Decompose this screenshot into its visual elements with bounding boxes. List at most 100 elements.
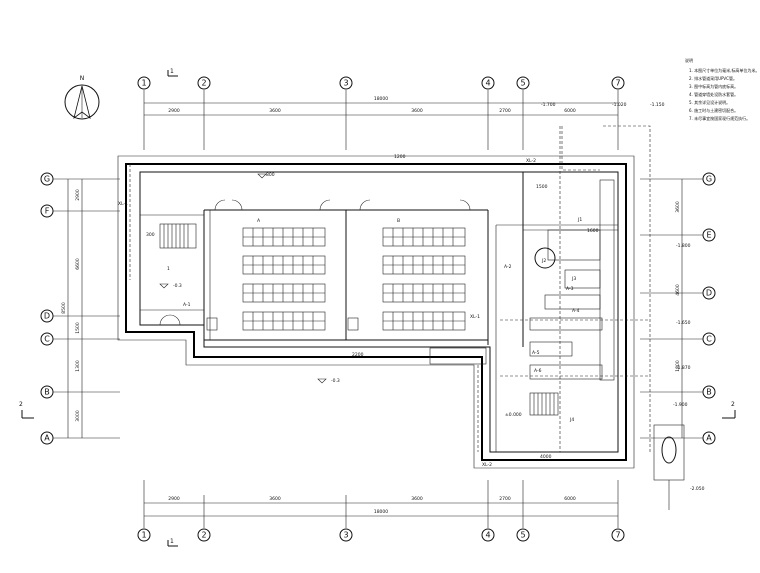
axis-bubble-7 xyxy=(611,76,625,90)
dim-top-total: 18000 xyxy=(374,96,388,102)
label-dim-1200: 1200 xyxy=(394,154,406,160)
doors xyxy=(159,199,471,326)
dim-bottom-2: 3600 xyxy=(269,496,281,502)
axis-bubble-1 xyxy=(137,76,151,90)
axis-label-G: G xyxy=(44,175,50,184)
right-axis-bubbles: G E D C B A 3600 4600 1800 xyxy=(640,172,716,445)
elev-8: -2.050 xyxy=(690,486,705,492)
room-label-b: B xyxy=(397,218,400,224)
note-3: 3. 图中标高为管内底标高。 xyxy=(689,83,738,89)
notes-title: 说明 xyxy=(685,57,693,63)
section-mark-bottom: 1 xyxy=(167,538,178,547)
axis-label-right-A: A xyxy=(706,434,712,443)
axis-label-C: C xyxy=(44,335,50,344)
stair-right xyxy=(529,392,559,416)
dim-bottom-1: 2900 xyxy=(168,496,180,502)
axis-label-right-E: E xyxy=(706,231,711,240)
axis-label-bottom-1: 1 xyxy=(141,531,146,540)
elev-1: -1.700 xyxy=(541,102,556,108)
axis-label-7: 7 xyxy=(615,79,620,88)
label-dim-300: 300 xyxy=(146,232,155,238)
section-mark-right-label: 2 xyxy=(731,401,735,408)
seating-room-b xyxy=(382,227,466,331)
section-mark-top: 1 xyxy=(167,68,178,77)
note-7: 7. 未尽事宜按国家现行规范执行。 xyxy=(689,115,750,121)
north-arrow: N xyxy=(64,75,100,120)
label-j3: J3 xyxy=(571,276,576,282)
dim-right-1: 3600 xyxy=(675,201,681,213)
axis-label-F: F xyxy=(45,207,50,216)
elev-5: -1.650 xyxy=(676,320,691,326)
label-a1: A-1 xyxy=(183,302,191,308)
axis-label-4: 4 xyxy=(485,79,490,88)
dim-left-4: 3000 xyxy=(75,410,81,422)
dim-bottom-3: 3600 xyxy=(411,496,423,502)
room-label-a: A xyxy=(257,218,261,224)
dim-left-1: 2900 xyxy=(75,189,81,201)
top-axis-bubbles: 1 2 3 4 5 7 xyxy=(137,76,625,90)
seating-room-a xyxy=(242,227,326,331)
axis-label-5: 5 xyxy=(520,79,525,88)
dim-left-mid: 6600 xyxy=(75,258,81,270)
label-a2: A-2 xyxy=(504,264,512,270)
notes-block: 说明 1. 本图尺寸单位为毫米,标高单位为米。 2. 排水管道采用UPVC管。 … xyxy=(685,57,759,121)
axis-label-bottom-2: 2 xyxy=(201,531,206,540)
elev-9: ±0.000 xyxy=(505,412,522,418)
label-xl2b: XL-2 xyxy=(482,462,492,468)
dim-left-2: 1500 xyxy=(75,322,81,334)
elev-2: -1.020 xyxy=(612,102,627,108)
label-dim-1500: 1500 xyxy=(536,184,548,190)
bottom-dimensions: 2900 3600 3600 2700 6000 18000 xyxy=(143,480,619,528)
label-dim-2200: 2200 xyxy=(352,352,364,358)
dim-right-3: 1800 xyxy=(675,360,681,372)
note-5: 5. 其余详见设计说明。 xyxy=(689,99,730,105)
axis-label-bottom-3: 3 xyxy=(343,531,348,540)
label-j2: J2 xyxy=(541,258,546,264)
axis-label-D: D xyxy=(44,312,50,321)
note-1: 1. 本图尺寸单位为毫米,标高单位为米。 xyxy=(689,67,759,73)
axis-label-3: 3 xyxy=(343,79,348,88)
dim-top-5: 6000 xyxy=(564,108,576,114)
label-xl1: XL-1 xyxy=(118,201,128,207)
axis-label-B: B xyxy=(44,388,50,397)
dim-bottom-4: 2700 xyxy=(499,496,511,502)
elev-3: -1.150 xyxy=(650,102,665,108)
dim-left-total: 8500 xyxy=(61,302,67,314)
axis-label-A: A xyxy=(44,434,50,443)
axis-label-1: 1 xyxy=(141,79,146,88)
label-dim-1600: 1600 xyxy=(587,228,599,234)
building-outline xyxy=(117,155,635,469)
label-xl2: XL-2 xyxy=(526,158,536,164)
equipment-rooms xyxy=(206,179,615,381)
axis-label-bottom-7: 7 xyxy=(615,531,620,540)
dim-left-3: 1300 xyxy=(75,360,81,372)
elev-6: -1.870 xyxy=(676,365,691,371)
stair-left xyxy=(159,223,197,249)
dim-right-2: 4600 xyxy=(675,284,681,296)
axis-label-right-B: B xyxy=(706,388,712,397)
axis-bubble-2 xyxy=(197,76,211,90)
axis-label-2: 2 xyxy=(201,79,206,88)
north-label: N xyxy=(80,75,85,82)
section-mark-left-label: 2 xyxy=(19,401,23,408)
section-mark-top-label: 1 xyxy=(170,68,174,75)
label-j4: J4 xyxy=(569,417,574,423)
axis-bubble-3 xyxy=(339,76,353,90)
axis-label-right-C: C xyxy=(706,335,712,344)
axis-bubble-4 xyxy=(481,76,495,90)
elev-10: -0.3 xyxy=(173,283,182,289)
room-label-left: 1 xyxy=(167,266,170,272)
dim-top-4: 2700 xyxy=(499,108,511,114)
bottom-axis-bubbles: 1 2 3 4 5 7 xyxy=(137,528,625,542)
dim-top-1: 2900 xyxy=(168,108,180,114)
service-lines xyxy=(129,125,651,452)
label-a5: A-5 xyxy=(532,350,540,356)
label-a6: A-6 xyxy=(534,368,542,374)
elevation-marks: -1.700 -1.020 -1.150 -1.800 -1.650 -1.87… xyxy=(159,102,705,492)
axis-label-bottom-4: 4 xyxy=(485,531,490,540)
dim-top-3: 3600 xyxy=(411,108,423,114)
label-a4: A-4 xyxy=(572,308,580,314)
dim-bottom-total: 18000 xyxy=(374,509,388,515)
section-mark-right: 2 xyxy=(722,401,736,419)
